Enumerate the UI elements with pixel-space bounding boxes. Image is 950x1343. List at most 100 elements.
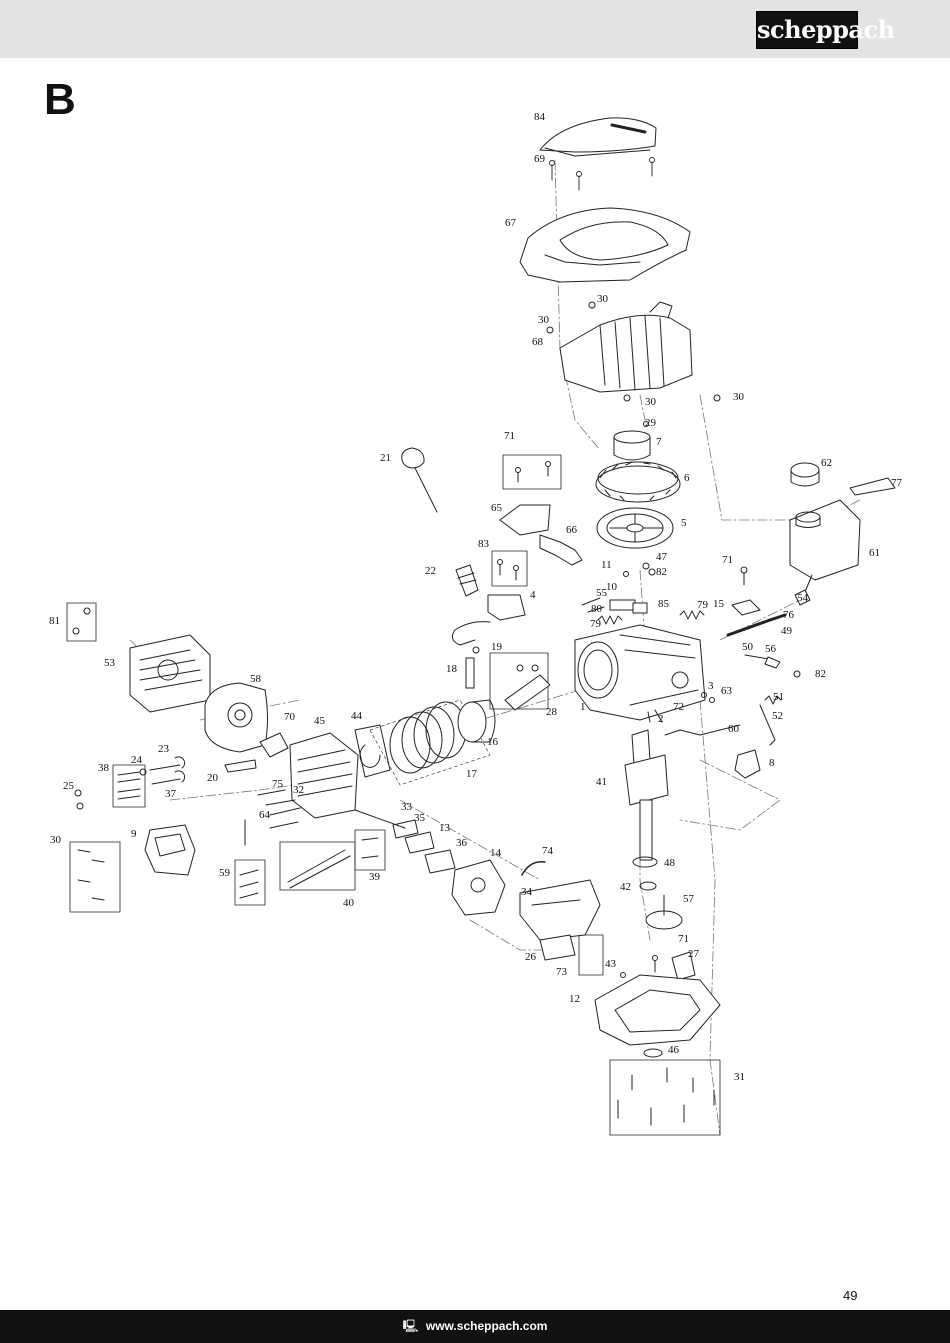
part-26-bracket — [539, 934, 576, 961]
part-79-spring — [597, 615, 623, 625]
part-52-lever — [759, 704, 776, 746]
part-number-label: 82 — [656, 566, 667, 578]
part-67-engine-hood — [519, 207, 691, 283]
page-header: scheppach — [0, 0, 950, 58]
part-number-label: 46 — [668, 1044, 680, 1056]
part-29-nut — [643, 421, 649, 427]
part-44-head-gasket — [354, 724, 391, 778]
part-number-label: 83 — [478, 538, 490, 550]
part-35-gasket — [392, 819, 419, 839]
part-number-label: 32 — [293, 784, 304, 796]
part-number-label: 41 — [596, 776, 607, 788]
part-number-label: 33 — [401, 801, 413, 813]
part-71-bolt — [652, 955, 658, 973]
part-number-label: 31 — [734, 1071, 745, 1083]
part-24-retainer — [139, 768, 147, 776]
part-58-muffler — [204, 682, 268, 753]
part-number-label: 5 — [681, 517, 687, 529]
part-7-starter-cup — [613, 421, 651, 461]
part-33-stud — [354, 809, 406, 829]
part-number-label: 15 — [713, 598, 725, 610]
part-number-label: 70 — [284, 711, 296, 723]
part-47-key — [642, 562, 650, 570]
part-number-label: 39 — [369, 871, 381, 883]
part-18-piston-pin — [465, 657, 475, 689]
part-number-label: 85 — [658, 598, 670, 610]
part-9-muffler-cover — [144, 824, 196, 876]
part-4-ignition-coil — [451, 594, 526, 646]
part-number-label: 64 — [259, 809, 271, 821]
part-23-valve — [149, 756, 186, 771]
part-number-label: 29 — [645, 417, 657, 429]
part-82-nut — [648, 568, 656, 576]
footer-url[interactable]: www.scheppach.com — [425, 1319, 548, 1333]
part-57-gear — [645, 894, 683, 930]
part-42-washer — [639, 881, 657, 891]
part-number-label: 49 — [781, 625, 793, 637]
part-82-nut — [793, 670, 801, 678]
part-41-crankshaft — [624, 729, 669, 861]
part-1-crankcase — [574, 624, 706, 721]
part-number-label: 30 — [538, 314, 550, 326]
part-48-bearing — [632, 856, 658, 868]
part-number-label: 25 — [63, 780, 75, 792]
part-8-elbow — [734, 749, 761, 779]
part-number-label: 74 — [542, 845, 554, 857]
part-number-label: 34 — [521, 886, 533, 898]
part-number-label: 56 — [765, 643, 777, 655]
part-number-label: 17 — [466, 768, 478, 780]
part-number-label: 72 — [673, 701, 684, 713]
part-16-piston — [457, 699, 496, 743]
part-number-label: 84 — [534, 111, 546, 123]
part-number-label: 62 — [821, 457, 832, 469]
part-number-label: 77 — [891, 477, 903, 489]
part-32-studs — [269, 807, 301, 829]
part-number-label: 52 — [772, 710, 783, 722]
part-55-bolt — [581, 597, 601, 606]
part-30-nut — [713, 394, 721, 402]
part-10-governor-arm — [609, 599, 636, 611]
part-63-washer — [709, 697, 715, 703]
part-number-label: 69 — [534, 153, 546, 165]
part-number-label: 30 — [597, 293, 609, 305]
part-number-label: 51 — [773, 691, 784, 703]
part-number-label: 66 — [566, 524, 578, 536]
part-number-label: 50 — [742, 641, 754, 653]
part-number-label: 55 — [596, 587, 608, 599]
part-number-label: 36 — [456, 837, 468, 849]
part-34-air-filter-housing — [519, 879, 601, 941]
part-number-label: 76 — [783, 609, 795, 621]
part-40-push-rods — [279, 841, 356, 891]
part-83-screw-set — [491, 550, 528, 587]
part-11-screw — [623, 571, 629, 577]
part-number-label: 35 — [414, 812, 426, 824]
computer-icon: 🖳 — [402, 1319, 419, 1333]
part-number-label: 61 — [869, 547, 880, 559]
part-56-bracket — [764, 656, 781, 669]
part-number-label: 58 — [250, 673, 262, 685]
part-12-crankcase-cover — [594, 974, 721, 1046]
part-15-gasket — [731, 599, 761, 616]
part-2-pin — [647, 711, 651, 723]
part-81-screw-set — [66, 602, 97, 642]
part-77-bracket — [849, 477, 896, 496]
part-number-label: 30 — [733, 391, 745, 403]
part-number-label: 71 — [722, 554, 733, 566]
part-number-label: 11 — [601, 559, 612, 571]
part-number-label: 67 — [505, 217, 517, 229]
part-65-bracket — [499, 504, 551, 536]
part-71-bolt — [740, 566, 748, 586]
part-number-label: 23 — [158, 743, 170, 755]
part-36-gasket — [424, 849, 456, 874]
part-80-bolt — [587, 606, 605, 613]
page-footer: 🖳 www.scheppach.com — [0, 1310, 950, 1343]
part-number-label: 47 — [656, 551, 668, 563]
part-62-fuel-cap — [790, 462, 820, 487]
part-number-label: 1 — [580, 701, 586, 713]
part-number-label: 63 — [721, 685, 733, 697]
part-number-label: 79 — [590, 618, 602, 630]
part-number-label: 82 — [815, 668, 826, 680]
part-45-cylinder-head — [289, 732, 359, 819]
part-25-cotter — [76, 802, 84, 810]
part-54-filter — [794, 589, 811, 606]
